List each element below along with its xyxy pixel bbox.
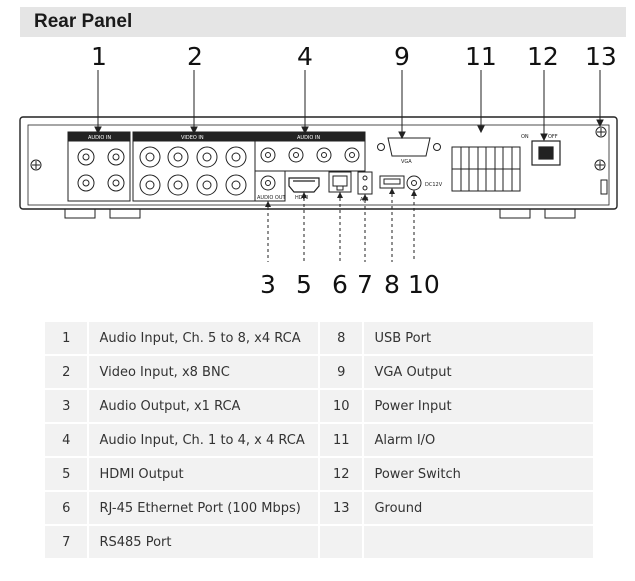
callout-13: 13 (585, 42, 617, 71)
bnc-connectors (139, 146, 247, 196)
audio-out-jack (254, 170, 286, 202)
callout-7: 7 (357, 270, 373, 299)
audio-in-left-label: AUDIO IN (88, 135, 111, 141)
foot-icon (64, 208, 96, 219)
screw-right-icon (594, 159, 606, 171)
row-description: VGA Output (364, 356, 593, 388)
table-row: 6 RJ-45 Ethernet Port (100 Mbps) 13 Grou… (45, 492, 593, 524)
usb-port-icon (379, 175, 405, 189)
callout-10: 10 (408, 270, 440, 299)
callout-arrows-bottom (265, 188, 417, 207)
row-description: RJ-45 Ethernet Port (100 Mbps) (89, 492, 318, 524)
row-description: Audio Input, Ch. 1 to 4, x 4 RCA (89, 424, 318, 456)
callout-11: 11 (465, 42, 497, 71)
row-number: 13 (319, 492, 363, 524)
row-number: 4 (45, 424, 88, 456)
row-number (319, 526, 363, 558)
table-row: 5 HDMI Output 12 Power Switch (45, 458, 593, 490)
rca-jack-icon (77, 148, 95, 166)
callout-leaders-bottom (267, 188, 415, 262)
callout-12: 12 (527, 42, 559, 71)
row-number: 5 (45, 458, 88, 490)
table-row: 4 Audio Input, Ch. 1 to 4, x 4 RCA 11 Al… (45, 424, 593, 456)
alarm-io-terminal-block (451, 146, 521, 192)
vga-port-icon (377, 137, 441, 157)
callout-6: 6 (332, 270, 348, 299)
row-number: 2 (45, 356, 88, 388)
row-number: 9 (319, 356, 363, 388)
off-label: OFF (548, 134, 558, 140)
callout-1: 1 (91, 42, 107, 71)
section-header: Rear Panel (20, 7, 626, 37)
section-title: Rear Panel (34, 11, 133, 32)
dc-power-jack-icon (406, 175, 422, 191)
audio-in-right-block (254, 131, 366, 172)
row-description: RS485 Port (89, 526, 318, 558)
row-description: Ground (364, 492, 593, 524)
rj45-port-icon (328, 171, 352, 193)
rca-jack-icon (107, 174, 125, 192)
callout-leaders-top (94, 70, 604, 142)
audio-in-left-block (67, 131, 131, 202)
rear-panel-spec-table: 1 Audio Input, Ch. 5 to 8, x4 RCA 8 USB … (43, 320, 595, 560)
callout-9: 9 (394, 42, 410, 71)
row-description: HDMI Output (89, 458, 318, 490)
rca-jack-icon (107, 148, 125, 166)
table-row: 2 Video Input, x8 BNC 9 VGA Output (45, 356, 593, 388)
row-description: USB Port (364, 322, 593, 354)
rear-panel-diagram: AUDIO IN VIDEO IN AUDIO IN AUDIO OUT VGA… (19, 70, 618, 262)
chassis-inner (27, 124, 610, 206)
rs485-terminal-icon (357, 171, 373, 195)
row-number: 1 (45, 322, 88, 354)
row-description (364, 526, 593, 558)
row-number: 10 (319, 390, 363, 422)
row-number: 12 (319, 458, 363, 490)
callout-3: 3 (260, 270, 276, 299)
chassis-outline (19, 116, 618, 210)
hdmi-port-icon (288, 177, 320, 193)
row-number: 6 (45, 492, 88, 524)
row-number: 8 (319, 322, 363, 354)
vga-label: VGA (401, 159, 412, 165)
video-in-label: VIDEO IN (181, 135, 204, 141)
screw-left-icon (30, 159, 42, 171)
on-label: ON (521, 134, 529, 140)
row-number: 3 (45, 390, 88, 422)
callout-5: 5 (296, 270, 312, 299)
row-description: Alarm I/O (364, 424, 593, 456)
power-switch-icon (531, 140, 561, 166)
audio-out-label: AUDIO OUT (257, 195, 287, 201)
table-row: 3 Audio Output, x1 RCA 10 Power Input (45, 390, 593, 422)
dc12v-label: DC12V (425, 182, 443, 188)
callout-8: 8 (384, 270, 400, 299)
hdmi-label: HDMI (295, 195, 308, 201)
rca-jack-icon (77, 174, 95, 192)
table-row: 7 RS485 Port (45, 526, 593, 558)
row-number: 7 (45, 526, 88, 558)
row-number: 11 (319, 424, 363, 456)
ab-label: A/B (360, 197, 369, 203)
callout-4: 4 (297, 42, 313, 71)
row-description: Power Input (364, 390, 593, 422)
ground-icon (595, 126, 607, 138)
row-description: Audio Output, x1 RCA (89, 390, 318, 422)
table-row: 1 Audio Input, Ch. 5 to 8, x4 RCA 8 USB … (45, 322, 593, 354)
row-description: Audio Input, Ch. 5 to 8, x4 RCA (89, 322, 318, 354)
row-description: Power Switch (364, 458, 593, 490)
row-description: Video Input, x8 BNC (89, 356, 318, 388)
callout-2: 2 (187, 42, 203, 71)
audio-in-right-label: AUDIO IN (297, 135, 320, 141)
